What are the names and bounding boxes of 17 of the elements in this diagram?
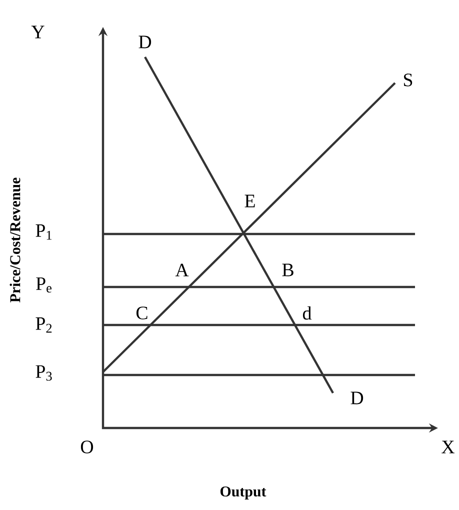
axis-title: Price/Cost/Revenue [10,178,20,302]
point-label: d [302,306,312,320]
price-label: P$_{2}$ [36,317,52,333]
point-label: B [282,264,294,276]
curve-label: D [138,36,152,48]
price-label: P$_{1}$ [36,224,52,240]
curve-label: S [404,74,412,86]
axis-letter: X [442,440,454,454]
price-label: P$_{3}$ [36,365,52,381]
axis-letter: Y [31,26,44,38]
axis-title: Output [220,486,266,500]
price-label: P$_{e}$ [36,277,52,293]
curve-label: D [350,392,364,404]
origin-label: O [80,440,94,454]
point-label: A [175,264,189,276]
point-label: C [136,306,148,320]
point-label: E [244,194,255,208]
